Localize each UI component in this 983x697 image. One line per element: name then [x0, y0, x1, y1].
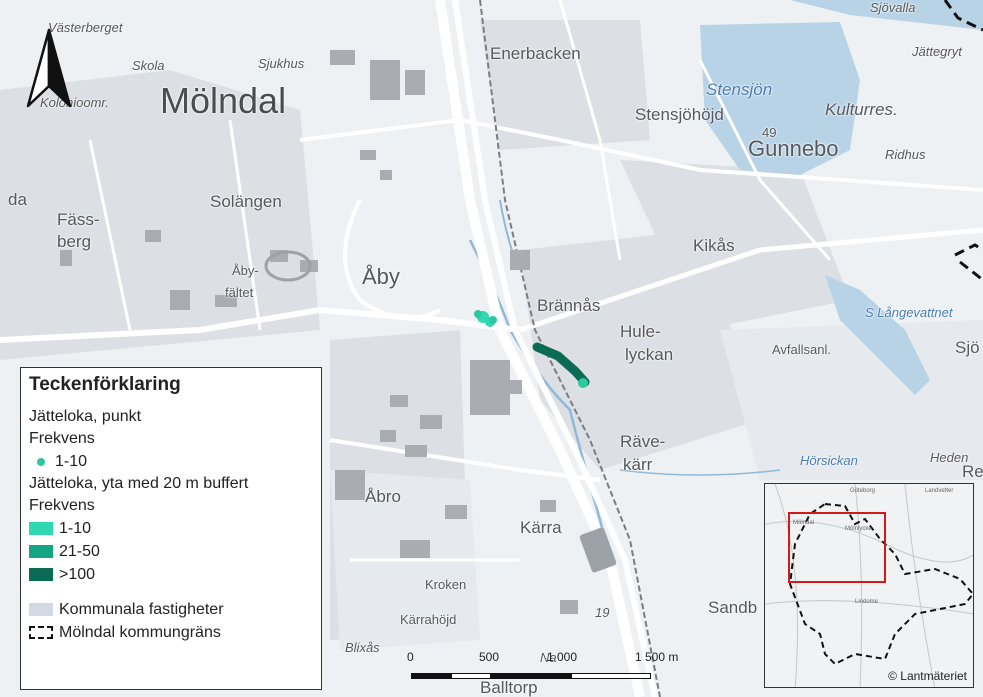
- area-swatch-icon: [29, 545, 53, 558]
- place-label: Jättegryt: [912, 44, 962, 59]
- place-label: Västerberget: [48, 20, 123, 35]
- legend-item-label: Kommunala fastigheter: [59, 600, 224, 618]
- place-label: Kärra: [520, 518, 562, 537]
- legend-item-label: 1-10: [59, 519, 92, 537]
- place-label: Kroken: [425, 577, 467, 592]
- scale-tick-label: 0: [407, 650, 414, 664]
- overview-label: Landvetter: [925, 488, 954, 494]
- place-label: Blixås: [345, 640, 380, 655]
- place-label: Ridhus: [885, 147, 926, 162]
- place-label: Gunnebo: [748, 136, 839, 161]
- place-label: 49: [762, 125, 777, 140]
- place-label: Na: [540, 650, 557, 665]
- legend-item-label: >100: [59, 565, 96, 583]
- legend-group-areas-title: Jätteloka, yta med 20 m buffert: [29, 475, 249, 492]
- overview-label: Mölndal: [793, 520, 815, 526]
- scale-tick-label: 500: [479, 650, 500, 664]
- place-label: da: [8, 190, 27, 209]
- municipal-boundary: [943, 0, 983, 282]
- railway-line: [479, 0, 661, 697]
- place-label: 19: [595, 605, 610, 620]
- buildings: [60, 50, 578, 614]
- place-label: Kulturres.: [825, 100, 898, 119]
- map-legend: Teckenförklaring Jätteloka, punkt Frekve…: [20, 367, 322, 690]
- place-label: Enerbacken: [490, 44, 581, 63]
- point-symbol-icon: [37, 457, 45, 466]
- overview-label: Lindome: [855, 599, 879, 605]
- legend-item-boundary: Mölndal kommungräns: [29, 621, 313, 644]
- scale-tick-label: 1 500 m: [635, 650, 679, 664]
- copyright-credit: © Lantmäteriet: [888, 669, 967, 683]
- overview-basemap: [765, 484, 973, 687]
- scale-tick-label: 1 000: [547, 650, 578, 664]
- place-label: Kärrahöjd: [400, 612, 457, 627]
- legend-group-areas-subtitle: Frekvens: [29, 497, 95, 514]
- legend-item-property: Kommunala fastigheter: [29, 598, 313, 621]
- place-label: Mölndal: [160, 80, 287, 121]
- legend-group-points-subtitle: Frekvens: [29, 430, 95, 447]
- area-swatch-icon: [29, 568, 53, 581]
- boundary-swatch-icon: [29, 626, 53, 639]
- place-label: Åby: [362, 264, 400, 289]
- scale-segment: [411, 673, 451, 679]
- water-label: Stensjön: [706, 80, 773, 99]
- place-label: Sjövalla: [870, 0, 916, 15]
- scale-segment: [451, 673, 491, 679]
- north-arrow-icon: [26, 28, 72, 108]
- legend-group-points-title: Jätteloka, punkt: [29, 408, 142, 425]
- place-label: lyckan: [625, 345, 674, 364]
- lake-langevattnet: [825, 275, 930, 395]
- road-shield: [579, 527, 617, 573]
- place-label: Re: [962, 462, 983, 481]
- water-label: Hörsickan: [800, 453, 858, 468]
- place-label: berg: [57, 232, 92, 251]
- scale-segment: [571, 673, 651, 679]
- legend-item-point: 1-10: [29, 450, 313, 473]
- place-label: Brännås: [537, 296, 601, 315]
- place-label: Balltorp: [480, 678, 538, 697]
- place-label: Sjö: [955, 338, 980, 357]
- place-label: Åbro: [365, 487, 401, 506]
- legend-title: Teckenförklaring: [29, 374, 181, 395]
- overview-boundary: [788, 502, 973, 666]
- lake-sjovalla: [790, 0, 983, 30]
- place-label: Hule-: [620, 322, 661, 341]
- legend-item-area: >100: [29, 563, 313, 586]
- place-label: Avfallsanl.: [772, 342, 832, 357]
- place-label: Räve-: [620, 432, 666, 451]
- legend-item-area: 1-10: [29, 517, 313, 540]
- place-label: Sandb: [708, 598, 758, 617]
- scale-segment: [491, 673, 571, 679]
- overview-label: Mölnlycke: [845, 526, 872, 532]
- scale-bar: 0 500 1 000 1 500 m: [405, 650, 685, 690]
- place-label: Kolonioomr.: [40, 95, 109, 110]
- overview-map: Mölndal Mölnlycke Lindome Landvetter Göt…: [764, 483, 974, 688]
- place-label: Stensjöhöjd: [635, 105, 724, 124]
- place-label: Åby-: [232, 263, 259, 278]
- overview-label: Göteborg: [850, 488, 876, 494]
- area-swatch-icon: [29, 522, 53, 535]
- hogweed-area-high: [532, 342, 590, 387]
- place-label: Heden: [930, 450, 969, 465]
- water-label: S Långevattnet: [865, 305, 953, 320]
- legend-item-label: 1-10: [55, 452, 88, 470]
- giant-hogweed-points: [474, 310, 588, 388]
- legend-item-area: 21-50: [29, 540, 313, 563]
- place-label: kärr: [623, 455, 653, 474]
- place-label: Solängen: [210, 192, 282, 211]
- property-swatch-icon: [29, 603, 53, 616]
- legend-item-label: Mölndal kommungräns: [59, 623, 221, 641]
- overview-extent-frame: [788, 512, 886, 583]
- racetrack: [264, 250, 312, 282]
- place-label: fältet: [225, 285, 254, 300]
- place-label: Kikås: [693, 236, 735, 255]
- place-label: Skola: [132, 58, 165, 73]
- legend-item-label: 21-50: [59, 542, 100, 560]
- place-label: Fäss-: [57, 210, 100, 229]
- place-label: Sjukhus: [258, 56, 305, 71]
